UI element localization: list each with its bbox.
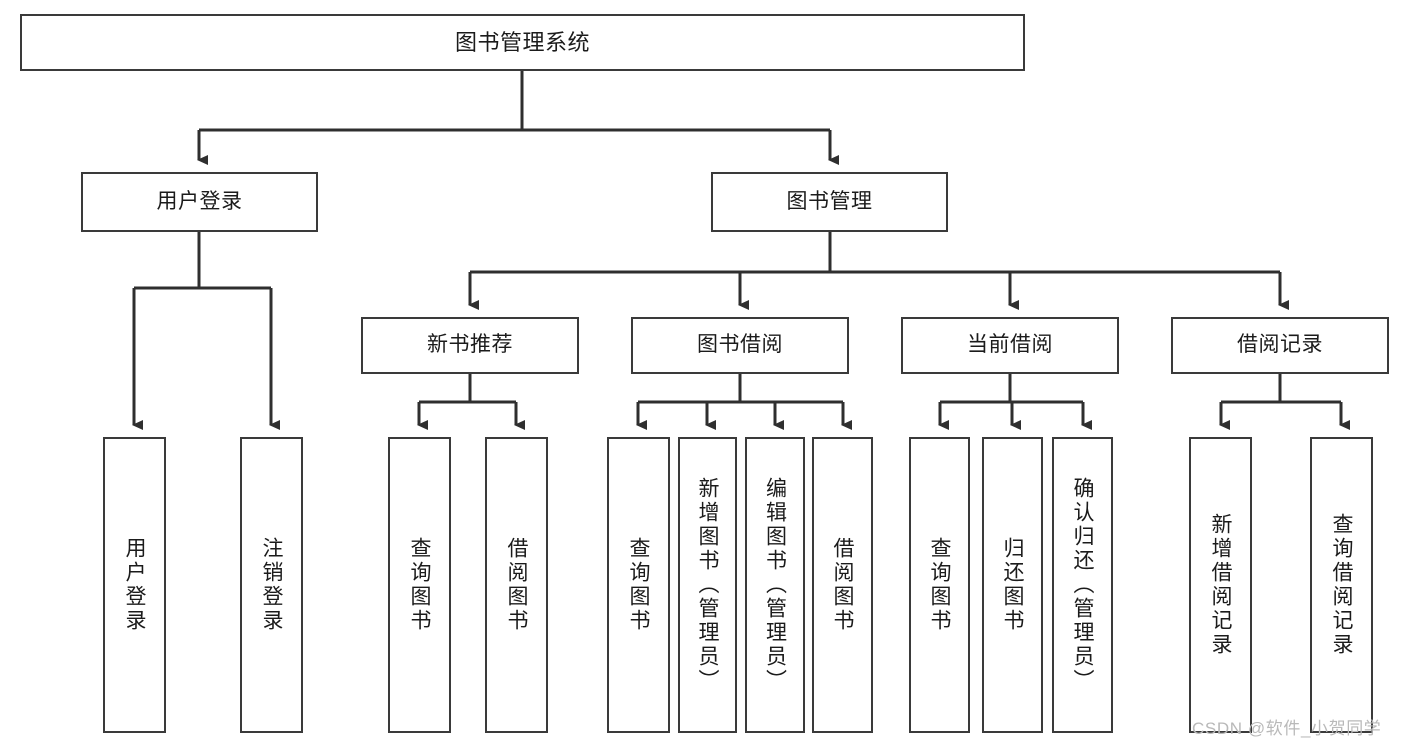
node-leaf-current-confirm-return[interactable]: 确认归还（管理员） — [1052, 437, 1113, 733]
node-label: 用户登录 — [123, 537, 146, 633]
node-label: 确认归还（管理员） — [1071, 477, 1094, 693]
node-label: 编辑图书（管理员） — [763, 477, 787, 693]
node-label: 查询借阅记录 — [1330, 513, 1353, 657]
node-label: 借阅图书 — [505, 537, 528, 633]
node-leaf-borrow-query-book[interactable]: 查询图书 — [607, 437, 670, 733]
node-leaf-new-query-book[interactable]: 查询图书 — [388, 437, 451, 733]
node-label: 当前借阅 — [967, 333, 1053, 357]
node-root-system[interactable]: 图书管理系统 — [20, 14, 1025, 71]
node-book-borrow[interactable]: 图书借阅 — [631, 317, 849, 374]
node-book-management-module[interactable]: 图书管理 — [711, 172, 948, 232]
node-leaf-current-return-book[interactable]: 归还图书 — [982, 437, 1043, 733]
node-label: 图书管理 — [786, 189, 873, 213]
node-leaf-user-logout[interactable]: 注销登录 — [240, 437, 303, 733]
node-current-borrow[interactable]: 当前借阅 — [901, 317, 1119, 374]
node-label: 归还图书 — [1001, 537, 1024, 633]
node-user-login-module[interactable]: 用户登录 — [81, 172, 318, 232]
node-new-book-recommend[interactable]: 新书推荐 — [361, 317, 579, 374]
node-leaf-record-add[interactable]: 新增借阅记录 — [1189, 437, 1252, 733]
node-label: 借阅图书 — [831, 537, 854, 633]
node-leaf-user-login[interactable]: 用户登录 — [103, 437, 166, 733]
node-label: 用户登录 — [156, 189, 243, 213]
node-label: 查询图书 — [408, 537, 431, 633]
node-leaf-new-borrow-book[interactable]: 借阅图书 — [485, 437, 548, 733]
node-leaf-borrow-add-book[interactable]: 新增图书（管理员） — [678, 437, 737, 733]
csdn-watermark: CSDN @软件_小贺同学 — [1192, 719, 1382, 738]
node-leaf-borrow-edit-book[interactable]: 编辑图书（管理员） — [745, 437, 805, 733]
node-label: 注销登录 — [260, 537, 283, 633]
node-leaf-record-query[interactable]: 查询借阅记录 — [1310, 437, 1373, 733]
node-borrow-record[interactable]: 借阅记录 — [1171, 317, 1389, 374]
node-label: 图书管理系统 — [454, 29, 590, 55]
node-label: 新书推荐 — [427, 333, 513, 357]
node-label: 图书借阅 — [697, 333, 783, 357]
node-label: 查询图书 — [627, 537, 650, 633]
node-leaf-current-query-book[interactable]: 查询图书 — [909, 437, 970, 733]
node-label: 新增借阅记录 — [1209, 513, 1232, 657]
node-label: 借阅记录 — [1237, 333, 1323, 357]
node-label: 新增图书（管理员） — [696, 477, 719, 693]
node-label: 查询图书 — [928, 537, 951, 633]
node-leaf-borrow-borrow-book[interactable]: 借阅图书 — [812, 437, 873, 733]
